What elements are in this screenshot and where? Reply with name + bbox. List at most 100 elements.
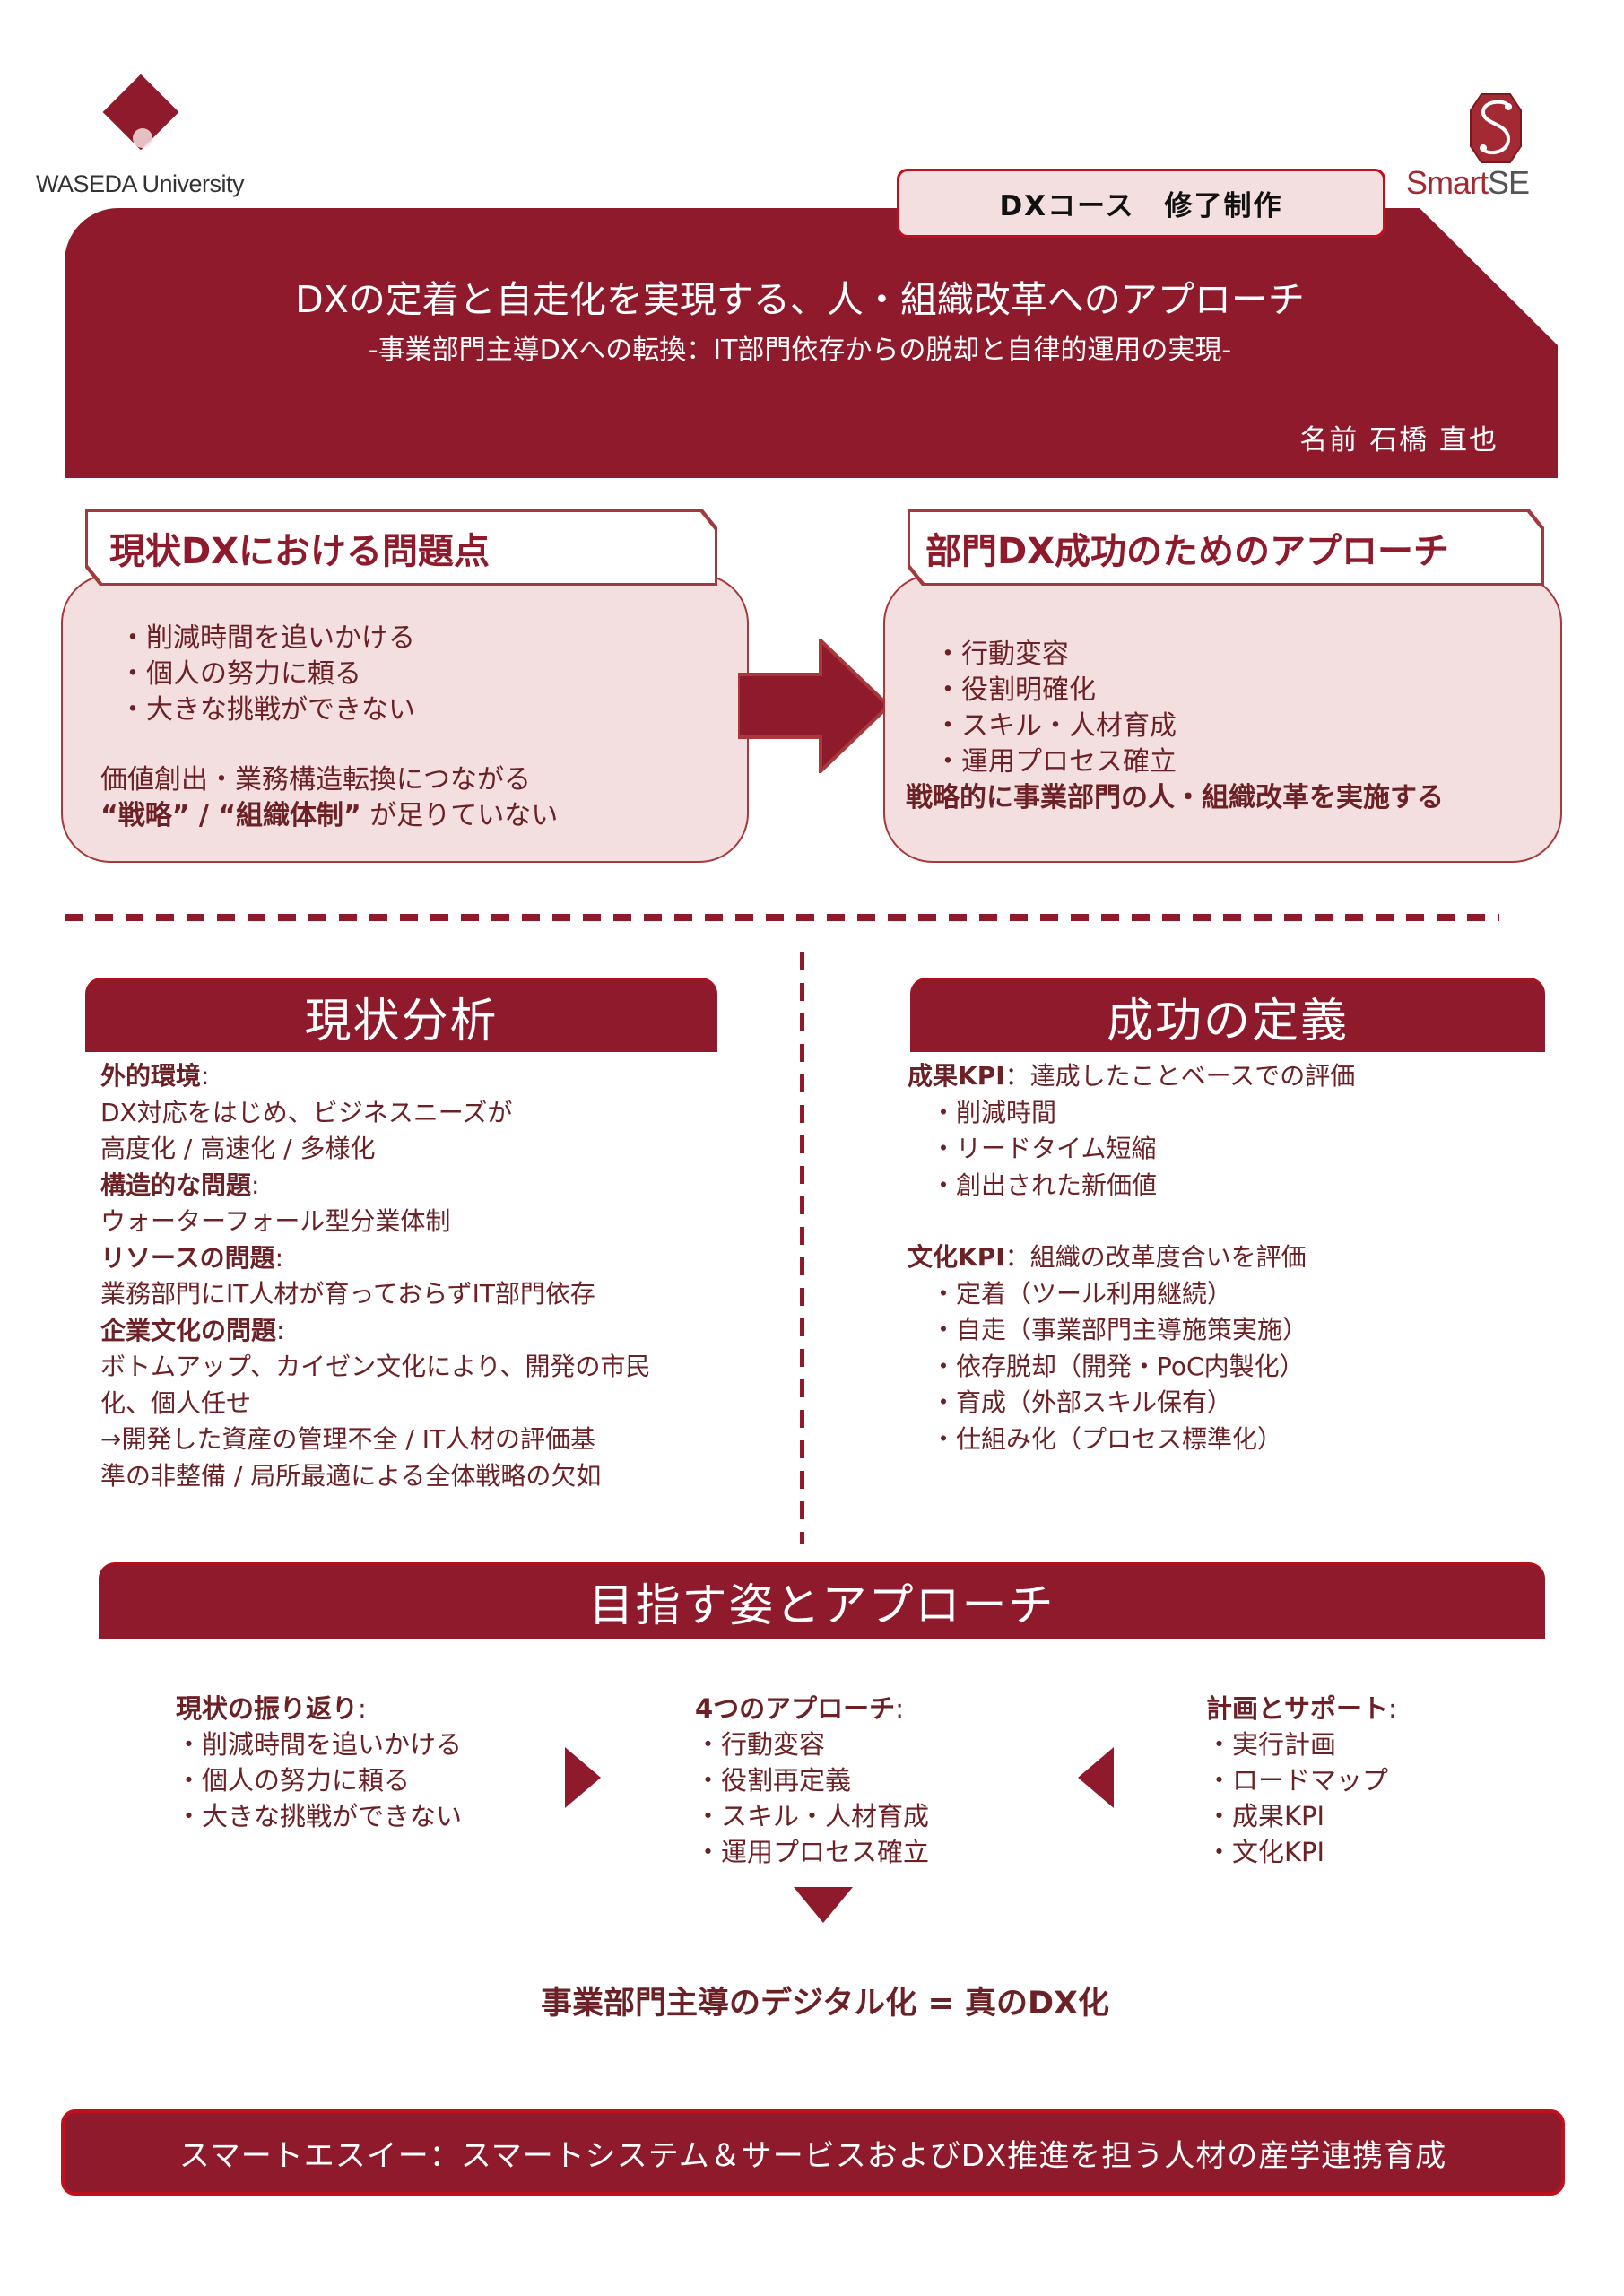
analysis-label: 企業文化の問題: <box>100 1313 728 1350</box>
approach-panel <box>883 574 1562 863</box>
problem-list: ・削減時間を追いかける ・個人の努力に頼る ・大きな挑戦ができない <box>119 621 415 728</box>
spacer <box>908 1204 1553 1239</box>
analysis-line: DX対応をはじめ、ビジネスニーズが <box>100 1097 513 1127</box>
smartse-logo-icon <box>1470 93 1522 163</box>
four-approaches-heading: 4つのアプローチ: <box>695 1691 929 1726</box>
page-subtitle: -事業部門主導DXへの転換：IT部門依存からの脱却と自律的運用の実現- <box>368 335 1232 366</box>
right-arrow-icon <box>738 639 890 773</box>
list-item: ・役割明確化 <box>934 674 1096 706</box>
footer-banner: スマートエスイー：スマートシステム＆サービスおよびDX推進を担う人材の産学連携育… <box>61 2109 1565 2196</box>
page-title: DXの定着と自走化を実現する、人・組織改革へのアプローチ <box>295 278 1305 321</box>
separator: / <box>189 800 219 831</box>
review-label: 現状の振り返り <box>176 1693 359 1724</box>
list-item: ・リードタイム短縮 <box>931 1134 1157 1163</box>
list-item: ・行動変容 <box>934 639 1069 670</box>
colon: : <box>274 1242 284 1273</box>
organization-keyword: “組織体制” <box>218 800 361 831</box>
approach-list: ・行動変容 ・役割明確化 ・スキル・人材育成 ・運用プロセス確立 <box>934 637 1177 780</box>
list-item: ・スキル・人材育成 <box>695 1801 930 1831</box>
analysis-line: 化、個人任せ <box>100 1387 252 1418</box>
strategy-keyword: “戦略” <box>100 800 190 831</box>
analysis-label: 構造的な問題: <box>100 1168 728 1205</box>
triangle-right-icon <box>565 1747 601 1808</box>
conclusion-text: 事業部門主導のデジタル化 = 真のDX化 <box>540 1986 1110 2022</box>
list-item: ・大きな挑戦ができない <box>119 694 415 726</box>
colon: : <box>1388 1693 1397 1724</box>
list-item: ・成果KPI <box>1206 1801 1325 1831</box>
four-approaches-column: 4つのアプローチ: ・行動変容 ・役割再定義 ・スキル・人材育成 ・運用プロセス… <box>695 1691 929 1870</box>
smartse-logo-part1: Smart <box>1406 164 1489 201</box>
list-item: ・役割再定義 <box>695 1765 852 1796</box>
analysis-line: ウォーターフォール型分業体制 <box>100 1206 451 1236</box>
list-item: ・育成（外部スキル保有） <box>931 1387 1233 1417</box>
list-item: ・運用プロセス確立 <box>695 1837 930 1867</box>
list-item: ・依存脱却（開発・PoC内製化） <box>931 1351 1305 1381</box>
success-content: 成果KPI：達成したことベースでの評価 ・削減時間 ・リードタイム短縮 ・創出さ… <box>908 1058 1553 1457</box>
waseda-crest-icon <box>133 128 152 148</box>
list-item: ・大きな挑戦ができない <box>176 1801 463 1831</box>
analysis-line: 業務部門にIT人材が育っておらずIT部門依存 <box>100 1279 595 1309</box>
vertical-dashed-divider <box>800 952 804 1544</box>
list-item: ・個人の努力に頼る <box>119 658 361 690</box>
course-badge: DXコース 修了制作 <box>897 169 1385 238</box>
author-name: 名前 石橋 直也 <box>1299 424 1498 457</box>
analysis-label: 外的環境: <box>100 1058 728 1095</box>
colon: : <box>201 1061 210 1091</box>
colon: : <box>276 1315 285 1345</box>
list-item: ・創出された新価値 <box>931 1170 1158 1200</box>
analysis-content: 外的環境: DX対応をはじめ、ビジネスニーズが 高度化 / 高速化 / 多様化 … <box>100 1058 728 1494</box>
list-item: ・ロードマップ <box>1206 1765 1389 1796</box>
list-item: ・実行計画 <box>1206 1729 1337 1760</box>
success-section-title: 成功の定義 <box>910 978 1545 1052</box>
list-item: ・削減時間 <box>931 1097 1057 1127</box>
list-item: ・自走（事業部門主導施策実施） <box>931 1315 1308 1344</box>
label-text: 構造的な問題 <box>100 1170 252 1200</box>
label-text: リソースの問題 <box>100 1242 275 1273</box>
culture-kpi-desc: ：組織の改革度合いを評価 <box>1004 1242 1307 1272</box>
colon: : <box>358 1693 367 1724</box>
list-item: ・削減時間を追いかける <box>119 622 415 654</box>
label-text: 外的環境 <box>100 1061 202 1091</box>
summary-line: 価値創出・業務構造転換につながる <box>100 764 531 796</box>
plan-support-heading: 計画とサポート: <box>1206 1691 1397 1726</box>
culture-kpi-label: 文化KPI <box>908 1242 1005 1272</box>
list-item: ・行動変容 <box>695 1729 826 1760</box>
analysis-label: リソースの問題: <box>100 1240 728 1277</box>
problem-heading: 現状DXにおける問題点 <box>88 512 715 583</box>
four-approaches-label: 4つのアプローチ <box>695 1693 896 1724</box>
plan-support-label: 計画とサポート <box>1206 1693 1389 1724</box>
summary-tail: が足りていない <box>360 800 559 831</box>
list-item: ・定着（ツール利用継続） <box>931 1278 1233 1309</box>
problem-summary: 価値創出・業務構造転換につながる “戦略” / “組織体制” が足りていない <box>100 762 558 834</box>
horizontal-dashed-divider <box>65 914 1499 921</box>
plan-support-column: 計画とサポート: ・実行計画 ・ロードマップ ・成果KPI ・文化KPI <box>1206 1691 1397 1870</box>
analysis-section-title: 現状分析 <box>85 978 717 1052</box>
list-item: ・削減時間を追いかける <box>176 1729 463 1760</box>
triangle-left-icon <box>1078 1747 1114 1808</box>
goal-section-title: 目指す姿とアプローチ <box>99 1562 1545 1639</box>
analysis-line: →開発した資産の管理不全 / IT人材の評価基 <box>100 1424 596 1454</box>
smartse-logo-part2: SE <box>1488 164 1530 201</box>
culture-kpi-heading: 文化KPI：組織の改革度合いを評価 <box>908 1239 1553 1276</box>
outcome-kpi-heading: 成果KPI：達成したことベースでの評価 <box>908 1058 1553 1095</box>
label-text: 企業文化の問題 <box>100 1315 277 1345</box>
problem-panel <box>61 574 749 863</box>
header-banner <box>65 208 1558 478</box>
analysis-line: 準の非整備 / 局所最適による全体戦略の欠如 <box>100 1460 602 1491</box>
list-item: ・運用プロセス確立 <box>934 746 1177 778</box>
summary-line: “戦略” / “組織体制” が足りていない <box>100 798 558 834</box>
approach-summary: 戦略的に事業部門の人・組織改革を実施する <box>906 782 1444 813</box>
list-item: ・個人の努力に頼る <box>176 1765 411 1796</box>
triangle-down-icon <box>794 1887 853 1923</box>
outcome-kpi-desc: ：達成したことベースでの評価 <box>1004 1061 1356 1091</box>
waseda-logo-text: WASEDA University <box>36 170 245 197</box>
review-column: 現状の振り返り: ・削減時間を追いかける ・個人の努力に頼る ・大きな挑戦ができ… <box>176 1691 462 1834</box>
smartse-logo-text: SmartSE <box>1406 164 1530 202</box>
review-heading: 現状の振り返り: <box>176 1691 462 1726</box>
list-item: ・スキル・人材育成 <box>934 710 1177 742</box>
list-item: ・仕組み化（プロセス標準化） <box>931 1423 1283 1454</box>
analysis-line: ボトムアップ、カイゼン文化により、開発の市民 <box>100 1352 651 1381</box>
colon: : <box>895 1693 904 1724</box>
colon: : <box>251 1170 260 1200</box>
analysis-line: 高度化 / 高速化 / 多様化 <box>100 1134 376 1163</box>
